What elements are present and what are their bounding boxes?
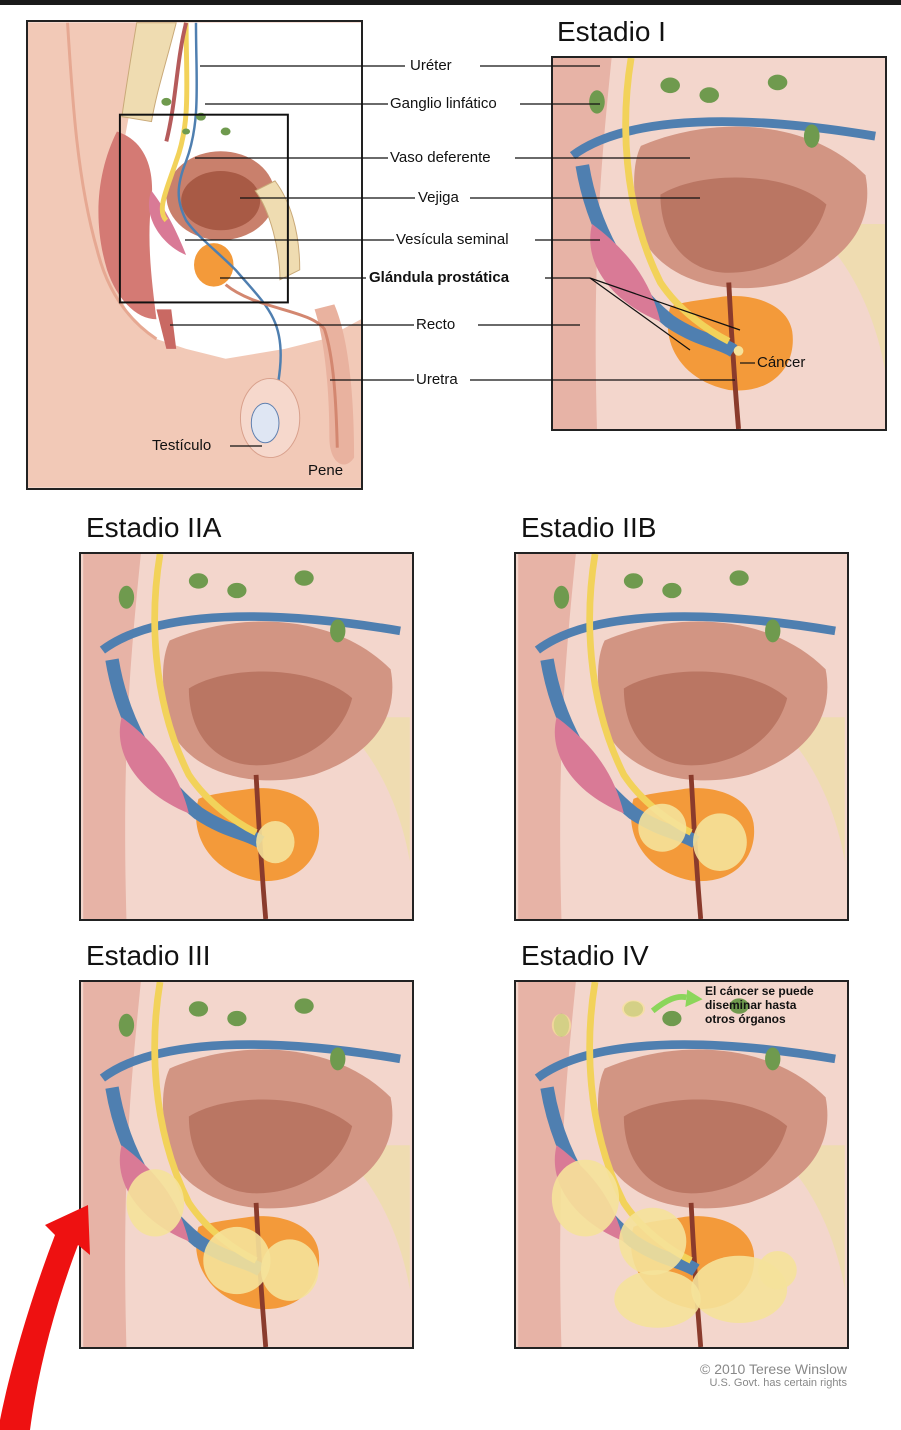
label-penis: Pene [308, 462, 343, 479]
overview-anatomy-illustration [28, 22, 361, 488]
stage-iv-spread-note: El cáncer se puede diseminar hasta otros… [705, 984, 814, 1026]
stage-iia-illustration [81, 554, 412, 919]
top-border [0, 0, 901, 5]
label-cancer: Cáncer [757, 354, 805, 371]
stage-iv-note-line-3: otros órganos [705, 1012, 814, 1026]
stage-i-panel [551, 56, 887, 431]
red-curved-arrow-icon [0, 1130, 110, 1430]
stage-i-illustration [553, 58, 885, 429]
label-ureter: Uréter [410, 57, 452, 74]
credit-line-1: © 2010 Terese Winslow [700, 1361, 847, 1377]
label-prostate: Glándula prostática [369, 269, 509, 286]
overview-anatomy-panel [26, 20, 363, 490]
label-lymph-node: Ganglio linfático [390, 95, 497, 112]
label-bladder: Vejiga [418, 189, 459, 206]
stage-iib-illustration [516, 554, 847, 919]
stage-iib-panel [514, 552, 849, 921]
label-rectum: Recto [416, 316, 455, 333]
stage-iv-note-line-1: El cáncer se puede [705, 984, 814, 998]
stage-iv-illustration [516, 982, 847, 1347]
stage-iii-illustration [81, 982, 412, 1347]
stage-iia-panel [79, 552, 414, 921]
stage-title-iib: Estadio IIB [521, 512, 656, 544]
stage-title-iia: Estadio IIA [86, 512, 221, 544]
stage-iv-panel [514, 980, 849, 1349]
stage-title-i: Estadio I [557, 16, 666, 48]
stage-title-iii: Estadio III [86, 940, 211, 972]
credit-line-2: U.S. Govt. has certain rights [700, 1377, 847, 1389]
label-vas-deferens: Vaso deferente [390, 149, 491, 166]
stage-iii-panel [79, 980, 414, 1349]
label-seminal-vesicle: Vesícula seminal [396, 231, 509, 248]
label-testicle: Testículo [152, 437, 211, 454]
label-urethra: Uretra [416, 371, 458, 388]
stage-title-iv: Estadio IV [521, 940, 649, 972]
stage-iv-note-line-2: diseminar hasta [705, 998, 814, 1012]
copyright-credit: © 2010 Terese Winslow U.S. Govt. has cer… [700, 1361, 847, 1389]
